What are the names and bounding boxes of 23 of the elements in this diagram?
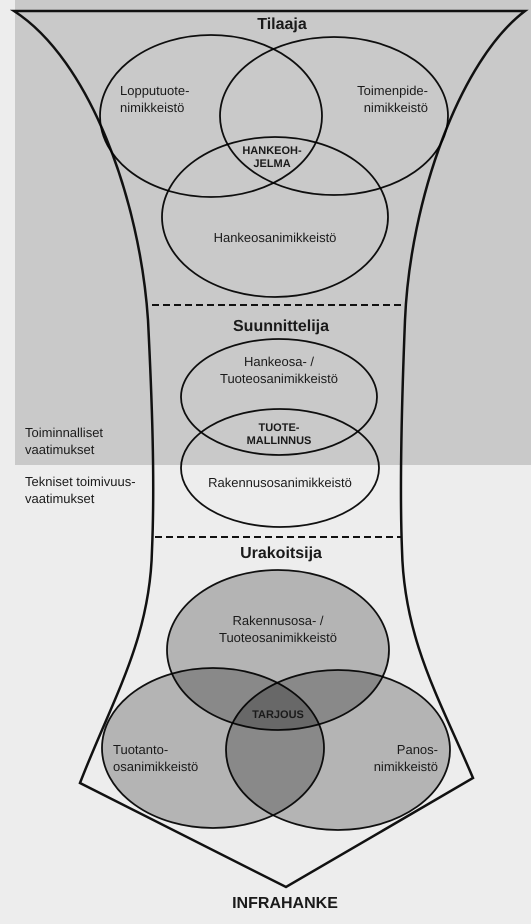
ellipse-label: Hankeosanimikkeistö — [212, 229, 338, 246]
ellipse-label: Rakennusosa- / Tuoteosanimikkeistö — [218, 612, 338, 646]
overlap-label: TUOTE- MALLINNUS — [246, 422, 312, 448]
ellipse-label: Rakennusosanimikkeistö — [207, 474, 353, 491]
ellipse — [179, 337, 379, 457]
ellipse — [179, 407, 381, 529]
ellipse-label: Panos- nimikkeistö — [372, 741, 438, 775]
ellipse — [160, 135, 390, 299]
ellipse-label: Hankeosa- / Tuoteosanimikkeistö — [218, 353, 339, 387]
section-title: Tilaaja — [257, 15, 307, 35]
section-title: Suunnittelija — [233, 317, 329, 337]
ellipse — [218, 35, 450, 197]
ellipse-label: Tuotanto- osanimikkeistö — [113, 741, 200, 775]
ellipse-label: Lopputuote- nimikkeistö — [120, 82, 190, 116]
side-note: Tekniset toimivuus- vaatimukset — [25, 473, 137, 507]
ellipse-label: Toimenpide- nimikkeistö — [356, 82, 428, 116]
side-note: Toiminnalliset vaatimukset — [25, 424, 104, 458]
section-title: Urakoitsija — [240, 544, 322, 564]
ellipse — [98, 33, 324, 199]
ellipse — [224, 668, 452, 832]
funnel-caption: INFRAHANKE — [232, 894, 338, 914]
overlap-label: HANKEOH- JELMA — [241, 145, 303, 171]
overlap-label: TARJOUS — [251, 709, 305, 722]
